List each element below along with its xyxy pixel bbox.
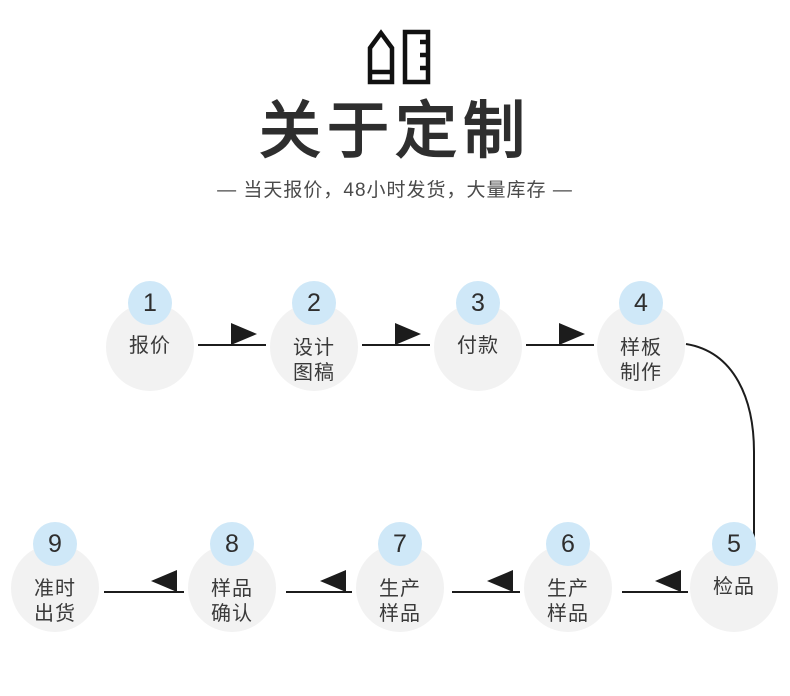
flow-step-6-number: 6 [546, 522, 590, 566]
flow-step-7-label: 生产 样品 [346, 577, 454, 627]
flow-step-4-number: 4 [619, 281, 663, 325]
flow-step-2-number: 2 [292, 281, 336, 325]
arrowhead-6-to-7 [487, 570, 513, 592]
pencil-and-ruler-icon [367, 29, 431, 85]
flow-step-8-label-line-2: 确认 [211, 603, 253, 625]
arrowhead-7-to-8 [320, 570, 346, 592]
page-header: 关于定制 — 当天报价，48小时发货，大量库存 — [0, 0, 790, 230]
page-subtitle: — 当天报价，48小时发货，大量库存 — [217, 180, 573, 201]
flow-step-8-number: 8 [210, 522, 254, 566]
flow-step-3[interactable]: 3 付款 [434, 281, 522, 391]
flow-step-8-label-line-1: 样品 [211, 578, 253, 600]
flow-step-6-label-line-1: 生产 [547, 578, 589, 600]
flow-step-7-label-line-1: 生产 [379, 578, 421, 600]
flow-step-4-label: 样板 制作 [587, 336, 695, 386]
arrowhead-1-to-2 [231, 323, 257, 345]
flow-step-3-label: 付款 [424, 334, 532, 359]
flow-step-7[interactable]: 7 生产 样品 [356, 522, 444, 632]
flow-step-6[interactable]: 6 生产 样品 [524, 522, 612, 632]
flow-step-2[interactable]: 2 设计 图稿 [270, 281, 358, 391]
flow-step-3-label-line-1: 付款 [457, 335, 499, 357]
arrowhead-3-to-4 [559, 323, 585, 345]
arrowhead-5-to-6 [655, 570, 681, 592]
flow-step-5-label-line-1: 检品 [713, 576, 755, 598]
flow-step-9-label-line-2: 出货 [34, 603, 76, 625]
flow-step-5-label: 检品 [680, 575, 788, 600]
page-title: 关于定制 [258, 97, 531, 166]
flow-step-8-label: 样品 确认 [178, 577, 286, 627]
connector-4-to-5-curve [685, 343, 755, 545]
arrowhead-8-to-9 [151, 570, 177, 592]
flow-step-9-label: 准时 出货 [1, 577, 109, 627]
arrowhead-2-to-3 [395, 323, 421, 345]
flow-step-6-label: 生产 样品 [514, 577, 622, 627]
flow-step-9-label-line-1: 准时 [34, 578, 76, 600]
flow-step-1-number: 1 [128, 281, 172, 325]
flow-step-4[interactable]: 4 样板 制作 [597, 281, 685, 391]
flow-step-2-label-line-2: 图稿 [293, 362, 335, 384]
flow-step-9-number: 9 [33, 522, 77, 566]
flow-step-7-label-line-2: 样品 [379, 603, 421, 625]
flow-step-2-label-line-1: 设计 [293, 337, 335, 359]
flow-step-7-number: 7 [378, 522, 422, 566]
flow-step-5[interactable]: 5 检品 [690, 522, 778, 632]
flow-step-5-number: 5 [712, 522, 756, 566]
flow-step-8[interactable]: 8 样品 确认 [188, 522, 276, 632]
flow-step-2-label: 设计 图稿 [260, 336, 368, 386]
flow-step-1[interactable]: 1 报价 [106, 281, 194, 391]
flow-step-1-label-line-1: 报价 [129, 335, 171, 357]
flow-step-1-label: 报价 [96, 334, 204, 359]
flow-step-6-label-line-2: 样品 [547, 603, 589, 625]
flow-step-9[interactable]: 9 准时 出货 [11, 522, 99, 632]
flow-step-4-label-line-1: 样板 [620, 337, 662, 359]
flow-step-4-label-line-2: 制作 [620, 362, 662, 384]
flow-step-3-number: 3 [456, 281, 500, 325]
